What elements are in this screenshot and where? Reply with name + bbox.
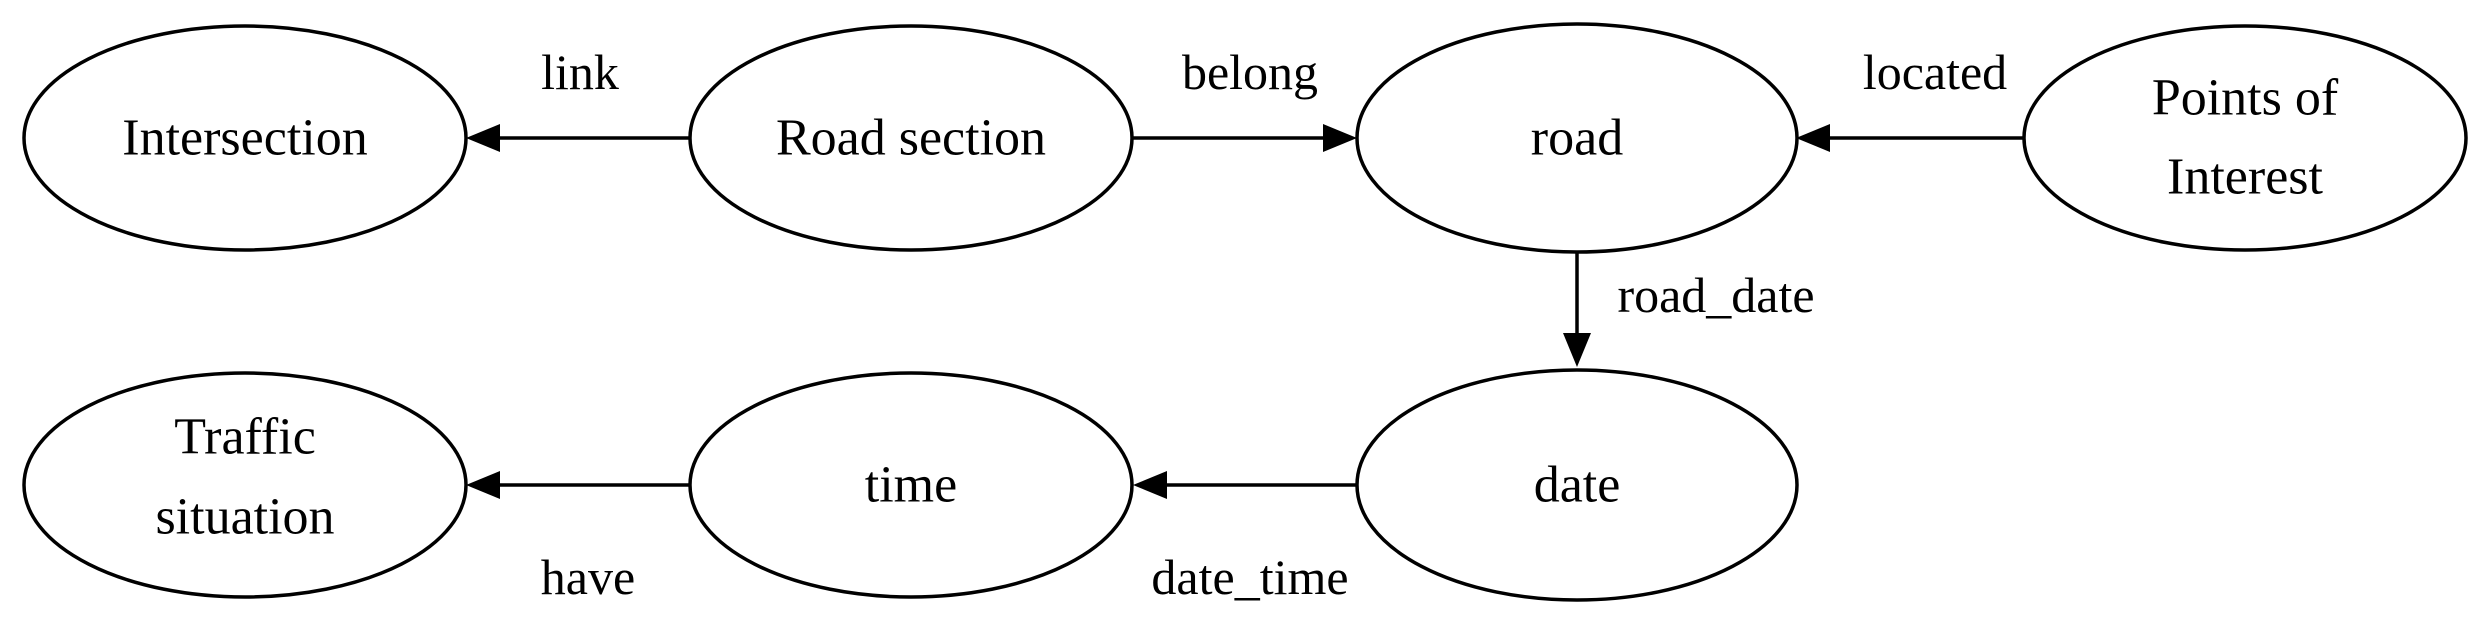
- edge-road-date: road_date: [1563, 253, 1815, 367]
- edge-link-label: link: [541, 44, 619, 100]
- node-road-section-ellipse: [688, 24, 1134, 252]
- edge-date-time-arrowhead: [1133, 471, 1167, 499]
- node-road-section: Road section: [688, 24, 1134, 252]
- node-road-label: road: [1531, 110, 1623, 167]
- edge-link-arrowhead: [466, 124, 500, 152]
- edge-link: link: [466, 44, 690, 152]
- edge-date-time: date_time: [1133, 471, 1357, 605]
- edge-have: have: [466, 471, 690, 605]
- edge-road-date-label: road_date: [1617, 267, 1814, 323]
- edge-belong-label: belong: [1182, 44, 1318, 100]
- node-points-of-interest: Points of Interest: [2022, 24, 2468, 252]
- node-road-ellipse: [1355, 22, 1799, 254]
- node-points-of-interest-label-line1: Points of: [2152, 70, 2339, 127]
- node-road: road: [1355, 22, 1799, 254]
- node-traffic-situation-ellipse: [22, 371, 468, 599]
- edge-date-time-label: date_time: [1151, 549, 1348, 605]
- edge-belong-arrowhead: [1323, 124, 1357, 152]
- node-intersection: Intersection: [22, 24, 468, 252]
- edge-have-arrowhead: [466, 471, 500, 499]
- edge-road-date-arrowhead: [1563, 333, 1591, 367]
- node-traffic-situation-label-line2: situation: [155, 489, 334, 546]
- node-traffic-situation: Traffic situation: [22, 371, 468, 599]
- node-points-of-interest-ellipse: [2022, 24, 2468, 252]
- edge-have-label: have: [541, 549, 635, 605]
- node-time: time: [688, 371, 1134, 599]
- node-intersection-ellipse: [22, 24, 468, 252]
- node-points-of-interest-label-line2: Interest: [2167, 149, 2323, 206]
- node-intersection-label: Intersection: [122, 110, 367, 167]
- edge-belong: belong: [1133, 44, 1357, 152]
- node-date: date: [1355, 368, 1799, 602]
- edge-located-arrowhead: [1796, 124, 1830, 152]
- edge-located: located: [1796, 44, 2024, 152]
- node-time-ellipse: [688, 371, 1134, 599]
- node-date-ellipse: [1355, 368, 1799, 602]
- node-road-section-label: Road section: [776, 110, 1046, 167]
- node-date-label: date: [1534, 457, 1621, 514]
- node-time-label: time: [865, 457, 957, 514]
- node-traffic-situation-label-line1: Traffic: [174, 409, 316, 466]
- edge-located-label: located: [1863, 44, 2007, 100]
